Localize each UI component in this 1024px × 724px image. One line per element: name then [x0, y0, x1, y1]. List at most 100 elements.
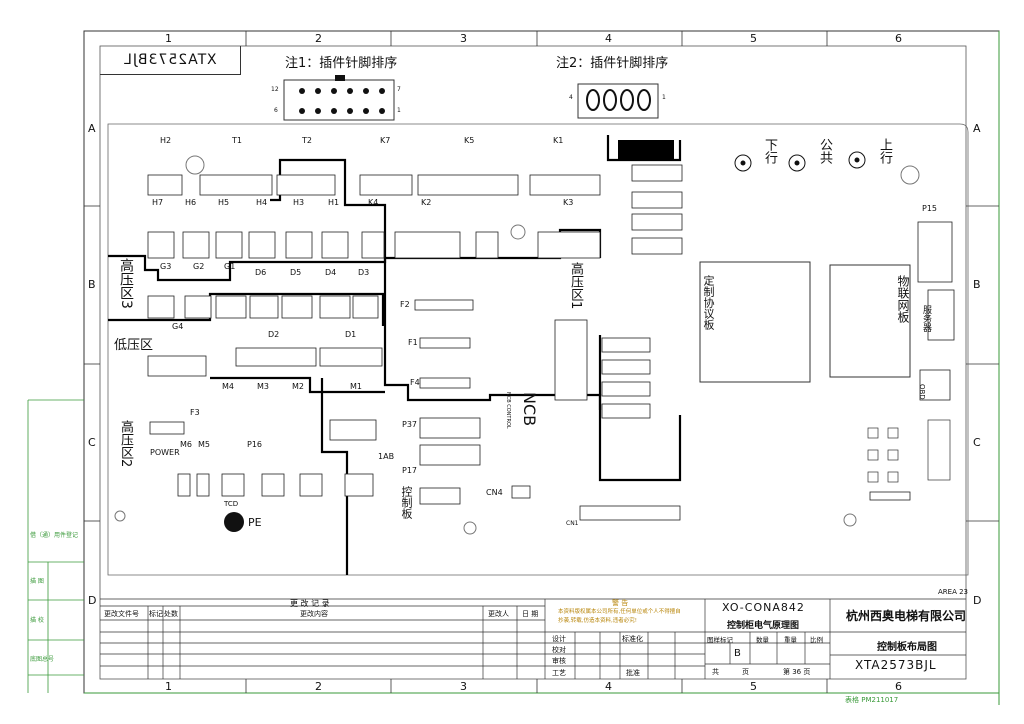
conn-k1: K1	[553, 136, 564, 145]
left-label-check: 描 校	[30, 617, 44, 624]
down-button: 下行	[762, 138, 777, 164]
conn-p17: P17	[402, 466, 418, 475]
pin-1b: 1	[662, 94, 666, 101]
obd-label: OBD	[918, 384, 926, 400]
connector-blocks	[147, 174, 955, 521]
zone-pe: PE	[248, 516, 262, 529]
title-block-grid	[100, 598, 966, 679]
conn-h3: H3	[293, 198, 305, 207]
conn-h5: H5	[218, 198, 230, 207]
conn-h2: H2	[160, 136, 172, 145]
conn-h7: H7	[152, 198, 164, 207]
drawing-number: XO-CONA842	[722, 601, 805, 614]
row-label-d: D	[88, 594, 97, 607]
conn-k4: K4	[368, 198, 379, 207]
server-label: 服务器	[921, 305, 931, 332]
pin-7: 7	[397, 86, 401, 93]
signoff-process: 工艺	[552, 669, 566, 677]
col-label-2: 2	[315, 32, 322, 45]
col-label-1: 1	[165, 32, 172, 45]
row-label-a: A	[88, 122, 96, 135]
signoff-std: 标准化	[622, 635, 643, 643]
iot-board	[829, 264, 911, 378]
conn-f4: F4	[410, 378, 420, 387]
conn-k2: K2	[421, 198, 432, 207]
sheet-title: 控制板布局图	[877, 642, 937, 653]
conn-g4: G4	[172, 322, 184, 331]
tb-page-label: 页	[742, 668, 749, 676]
note1-title: 注1：插件针脚排序	[285, 56, 398, 71]
conn-k7: K7	[380, 136, 391, 145]
board-outline	[107, 123, 969, 576]
rev-col-file: 更改文件号	[104, 610, 139, 618]
row-label-b-right: B	[973, 278, 981, 291]
col-label-6: 6	[895, 32, 902, 45]
signoff-check: 校对	[552, 646, 566, 654]
protocol-board-label: 定制协议板	[702, 275, 715, 330]
conn-h6: H6	[185, 198, 197, 207]
rev-col-content: 更改内容	[300, 610, 328, 618]
pin-12: 12	[271, 86, 279, 93]
rev-col-person: 更改人	[488, 610, 509, 618]
protocol-board	[699, 261, 811, 383]
warning-line1: 本资料版权属本公司所有,任何单位或个人不得擅自	[558, 609, 681, 615]
conn-h4: H4	[256, 198, 268, 207]
conn-d2: D2	[268, 330, 280, 339]
conn-p15: P15	[922, 204, 938, 213]
main-board-label: 控制板	[400, 486, 413, 519]
conn-g3: G3	[160, 262, 172, 271]
tb-label-weight: 重量	[784, 636, 797, 644]
company-name: 杭州西奥电梯有限公司	[846, 609, 967, 623]
up-button: 上行	[877, 138, 892, 164]
conn-h1: H1	[328, 198, 340, 207]
conn-k3: K3	[563, 198, 574, 207]
row-label-c-right: C	[973, 436, 981, 449]
conn-f2: F2	[400, 300, 410, 309]
zone-ncb: NCB	[520, 392, 539, 427]
tb-mark-value: B	[734, 648, 741, 659]
col-label-5-bottom: 5	[750, 680, 757, 693]
left-label-trace: 描 图	[30, 578, 44, 585]
conn-f1: F1	[408, 338, 418, 347]
conn-d5: D5	[290, 268, 302, 277]
conn-m2: M2	[292, 382, 304, 391]
tb-label-scale: 比例	[810, 636, 823, 644]
conn-m4: M4	[222, 382, 234, 391]
conn-d3: D3	[358, 268, 370, 277]
iot-board-label: 物联网板	[896, 275, 910, 323]
warning-title: 警 告	[612, 599, 629, 607]
col-label-3-bottom: 3	[460, 680, 467, 693]
left-label-base: 底图总号	[30, 656, 55, 663]
rev-col-mark: 标记	[149, 610, 163, 618]
rev-col-count: 处数	[164, 610, 178, 618]
row-label-d-right: D	[973, 594, 982, 607]
area-label: AREA 23	[938, 588, 968, 596]
signoff-design: 设计	[552, 635, 566, 643]
zone-ncb-sub: NCB CONTROL	[505, 392, 511, 429]
conn-p37: P37	[402, 420, 418, 429]
conn-tcd: TCD	[224, 500, 239, 508]
form-code: 表格 PM211017	[845, 696, 899, 704]
col-label-4-bottom: 4	[605, 680, 612, 693]
pin-6: 6	[274, 107, 278, 114]
col-label-4: 4	[605, 32, 612, 45]
tb-sheet-number: 第 36 页	[783, 668, 811, 676]
conn-g2: G2	[193, 262, 205, 271]
note2-pin-diagram	[577, 83, 659, 119]
zone-hv3: 高压区3	[118, 258, 134, 309]
signoff-review: 审核	[552, 657, 566, 665]
conn-p16: P16	[247, 440, 263, 449]
col-label-3: 3	[460, 32, 467, 45]
conn-d4: D4	[325, 268, 337, 277]
col-label-6-bottom: 6	[895, 680, 902, 693]
row-label-b: B	[88, 278, 96, 291]
conn-f3: F3	[190, 408, 200, 417]
conn-t1: T1	[232, 136, 242, 145]
sheet-code: XTA2573BJL	[855, 658, 937, 672]
col-label-2-bottom: 2	[315, 680, 322, 693]
conn-m1: M1	[350, 382, 362, 391]
conn-k5: K5	[464, 136, 475, 145]
common-button: 公共	[817, 138, 832, 164]
rev-col-date: 日 期	[522, 610, 539, 618]
